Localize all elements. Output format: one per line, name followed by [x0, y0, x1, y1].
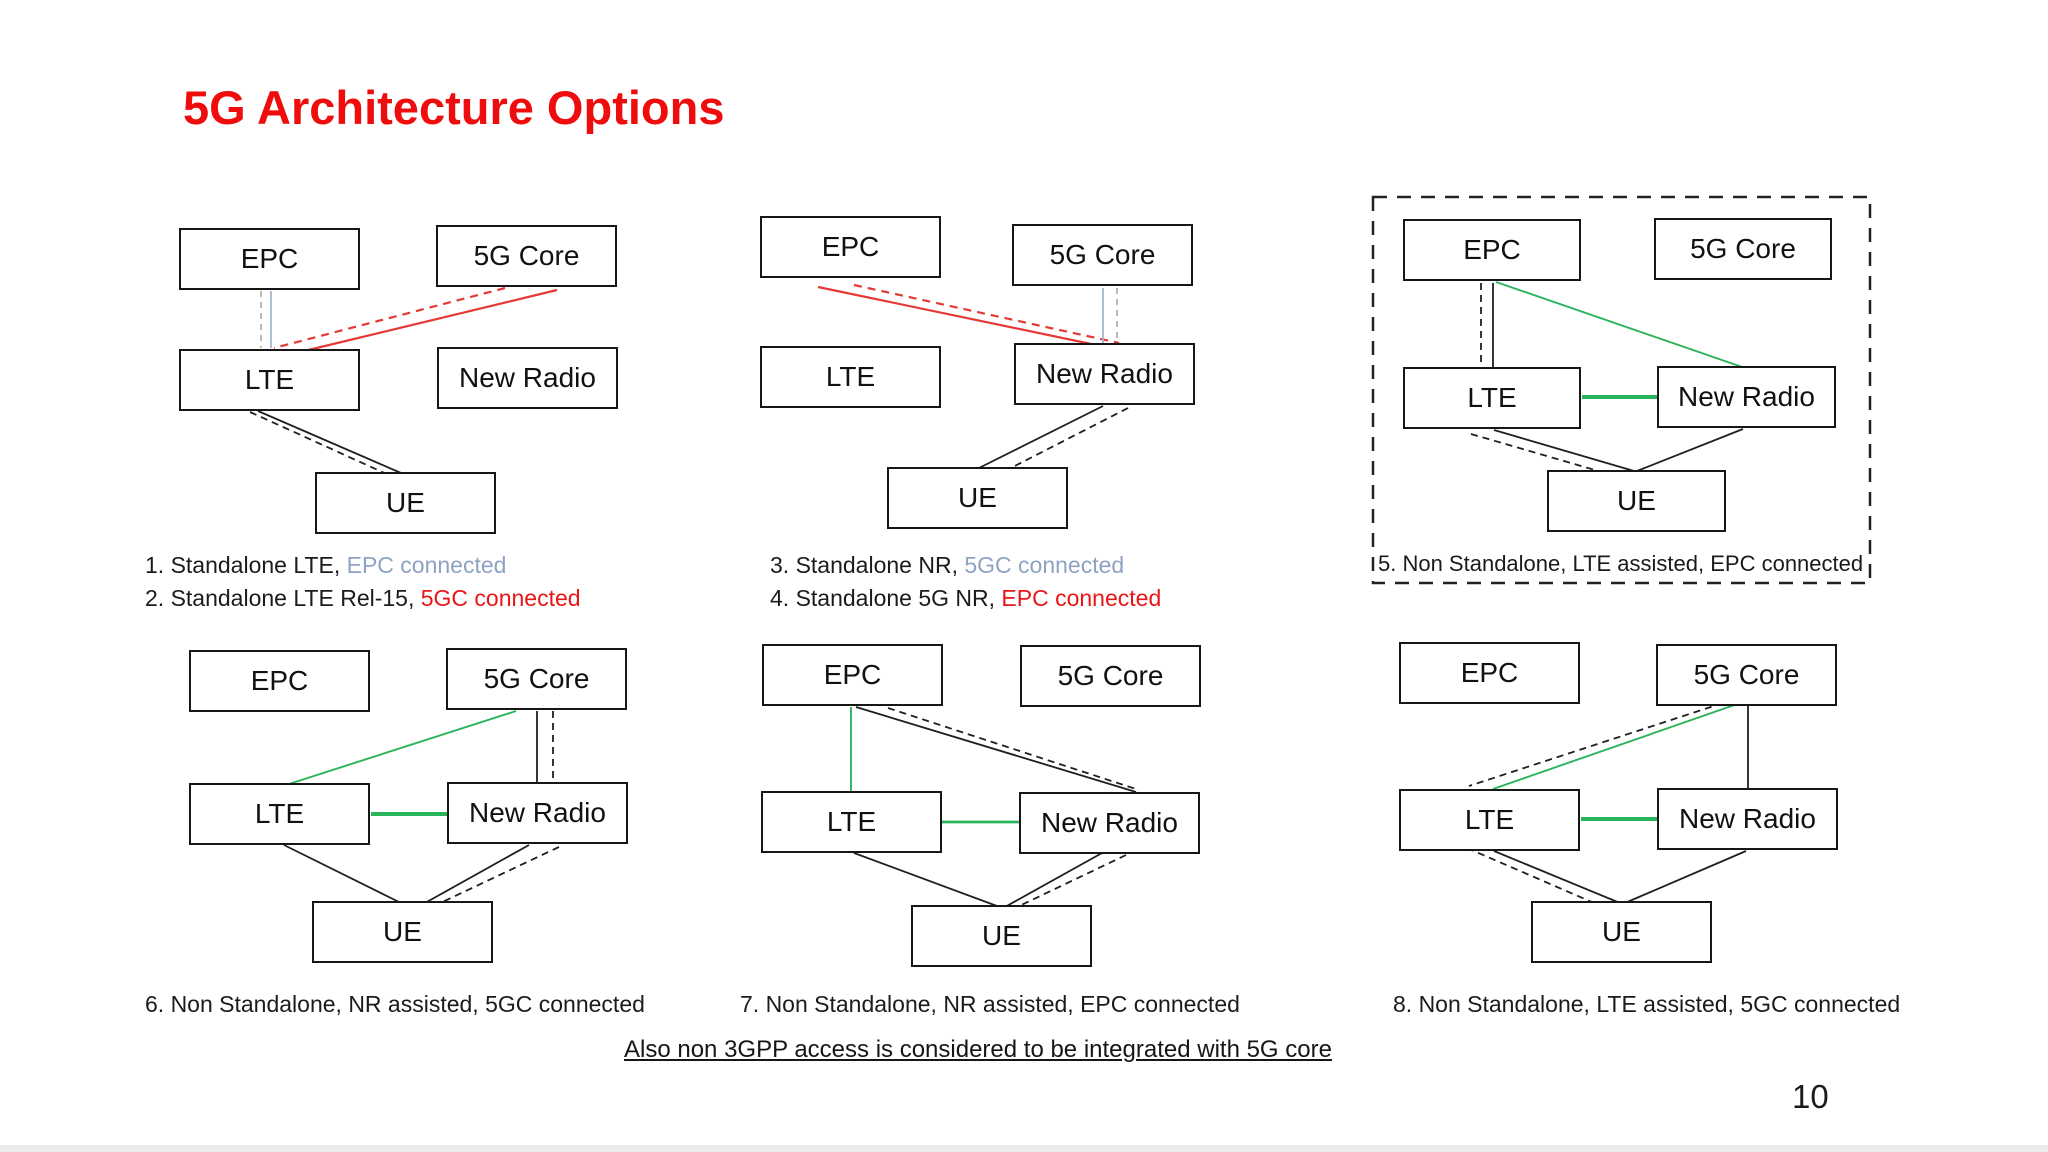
- p1-lte-ue-solid-line: [257, 410, 402, 474]
- p1-core-box: 5G Core: [436, 225, 617, 287]
- p5-nr-box: New Radio: [1019, 792, 1200, 854]
- panel1-caption: 1. Standalone LTE, EPC connected 2. Stan…: [145, 549, 581, 615]
- p2-core-box: 5G Core: [1012, 224, 1193, 286]
- p6-core-lte-dashed-line: [1468, 702, 1724, 787]
- option6-caption: 6. Non Standalone, NR assisted, 5GC conn…: [145, 991, 645, 1017]
- p5-lte-box: LTE: [761, 791, 942, 853]
- p5-epc-box: EPC: [762, 644, 943, 706]
- p3-nr-ue-solid-line: [1636, 428, 1744, 472]
- p4-nr-ue-dashed-line: [433, 846, 560, 907]
- p1-epc-box: EPC: [179, 228, 360, 290]
- p2-nr-ue-solid-line: [978, 405, 1104, 469]
- p5-ue-box: UE: [911, 905, 1092, 967]
- panel2-caption: 3. Standalone NR, 5GC connected 4. Stand…: [770, 549, 1161, 615]
- panel4-connections: [283, 710, 560, 907]
- p4-nr-box: New Radio: [447, 782, 628, 844]
- p2-nr-ue-dashed-line: [1006, 407, 1129, 471]
- panel6-connections: [1466, 700, 1749, 907]
- panel5-connections: [850, 706, 1140, 910]
- p6-lte-box: LTE: [1399, 789, 1580, 851]
- p5-nr-ue-dashed-line: [1012, 854, 1127, 910]
- p2-ue-box: UE: [887, 467, 1068, 529]
- p5-epc-nr-solid-line: [855, 706, 1137, 793]
- panel3-connections: [1470, 281, 1746, 478]
- p6-ue-box: UE: [1531, 901, 1712, 963]
- p1-lte-box: LTE: [179, 349, 360, 411]
- p4-epc-box: EPC: [189, 650, 370, 712]
- p4-lte-box: LTE: [189, 783, 370, 845]
- p1-core-lte-solid-red-line: [299, 288, 558, 354]
- p4-ue-box: UE: [312, 901, 493, 963]
- p1-ue-box: UE: [315, 472, 496, 534]
- option1-caption-gray: EPC connected: [340, 552, 507, 578]
- p6-nr-ue-solid-line: [1624, 850, 1747, 904]
- p4-core-box: 5G Core: [446, 648, 627, 710]
- p4-core-lte-green-line: [288, 710, 517, 785]
- p3-nr-box: New Radio: [1657, 366, 1836, 428]
- p6-lte-ue-solid-line: [1493, 850, 1621, 904]
- p5-epc-nr-dashed-line: [887, 707, 1140, 791]
- option4-caption-line: 4. Standalone 5G NR, EPC connected: [770, 582, 1161, 615]
- p3-epc-nr-green-line: [1495, 281, 1746, 369]
- p3-lte-box: LTE: [1403, 367, 1581, 429]
- p4-nr-ue-solid-line: [424, 844, 530, 904]
- option2-caption-red: 5GC connected: [414, 585, 581, 611]
- p6-nr-box: New Radio: [1657, 788, 1838, 850]
- p6-core-lte-green-line: [1492, 700, 1747, 790]
- p5-core-box: 5G Core: [1020, 645, 1201, 707]
- p3-epc-box: EPC: [1403, 219, 1581, 281]
- p3-lte-ue-solid-line: [1493, 429, 1635, 472]
- p5-nr-ue-solid-line: [1004, 852, 1103, 908]
- p2-epc-box: EPC: [760, 216, 941, 278]
- p3-ue-box: UE: [1547, 470, 1726, 532]
- p3-core-box: 5G Core: [1654, 218, 1832, 280]
- p3-lte-ue-dashed-line: [1470, 433, 1620, 478]
- p1-nr-box: New Radio: [437, 347, 618, 409]
- p2-epc-nr-dashed-red-line: [853, 283, 1120, 345]
- bottom-edge-strip: [0, 1145, 2048, 1152]
- p1-core-lte-dashed-red-line: [273, 286, 506, 350]
- p6-lte-ue-dashed-line: [1466, 847, 1602, 907]
- option1-caption-black: 1. Standalone LTE,: [145, 552, 341, 578]
- p2-epc-nr-solid-red-line: [817, 285, 1097, 347]
- option4-caption-red: EPC connected: [995, 585, 1162, 611]
- option2-caption-black: 2. Standalone LTE Rel-15,: [145, 585, 415, 611]
- option7-caption: 7. Non Standalone, NR assisted, EPC conn…: [740, 991, 1240, 1017]
- p2-lte-box: LTE: [760, 346, 941, 408]
- slide-title: 5G Architecture Options: [183, 81, 725, 134]
- option1-caption-line: 1. Standalone LTE, EPC connected: [145, 549, 581, 582]
- footer-note: Also non 3GPP access is considered to be…: [624, 1036, 1332, 1063]
- option3-caption-gray: 5GC connected: [957, 552, 1125, 578]
- panel1-connections: [249, 286, 558, 477]
- option3-caption-black: 3. Standalone NR,: [770, 552, 958, 578]
- option4-caption-black: 4. Standalone 5G NR,: [770, 585, 996, 611]
- p5-lte-ue-solid-line: [853, 852, 998, 907]
- panel2-connections: [817, 283, 1129, 471]
- option8-caption: 8. Non Standalone, LTE assisted, 5GC con…: [1393, 991, 1901, 1017]
- p6-epc-box: EPC: [1399, 642, 1580, 704]
- option5-dashed-border: [1371, 195, 1872, 585]
- p4-lte-ue-solid-line: [283, 844, 400, 903]
- option3-caption-line: 3. Standalone NR, 5GC connected: [770, 549, 1161, 582]
- option5-caption: 5. Non Standalone, LTE assisted, EPC con…: [1378, 551, 1864, 576]
- option2-caption-line: 2. Standalone LTE Rel-15, 5GC connected: [145, 582, 581, 615]
- page-number: 10: [1792, 1078, 1829, 1115]
- p1-lte-ue-dashed-line: [249, 411, 392, 477]
- p6-core-box: 5G Core: [1656, 644, 1837, 706]
- p2-nr-box: New Radio: [1014, 343, 1195, 405]
